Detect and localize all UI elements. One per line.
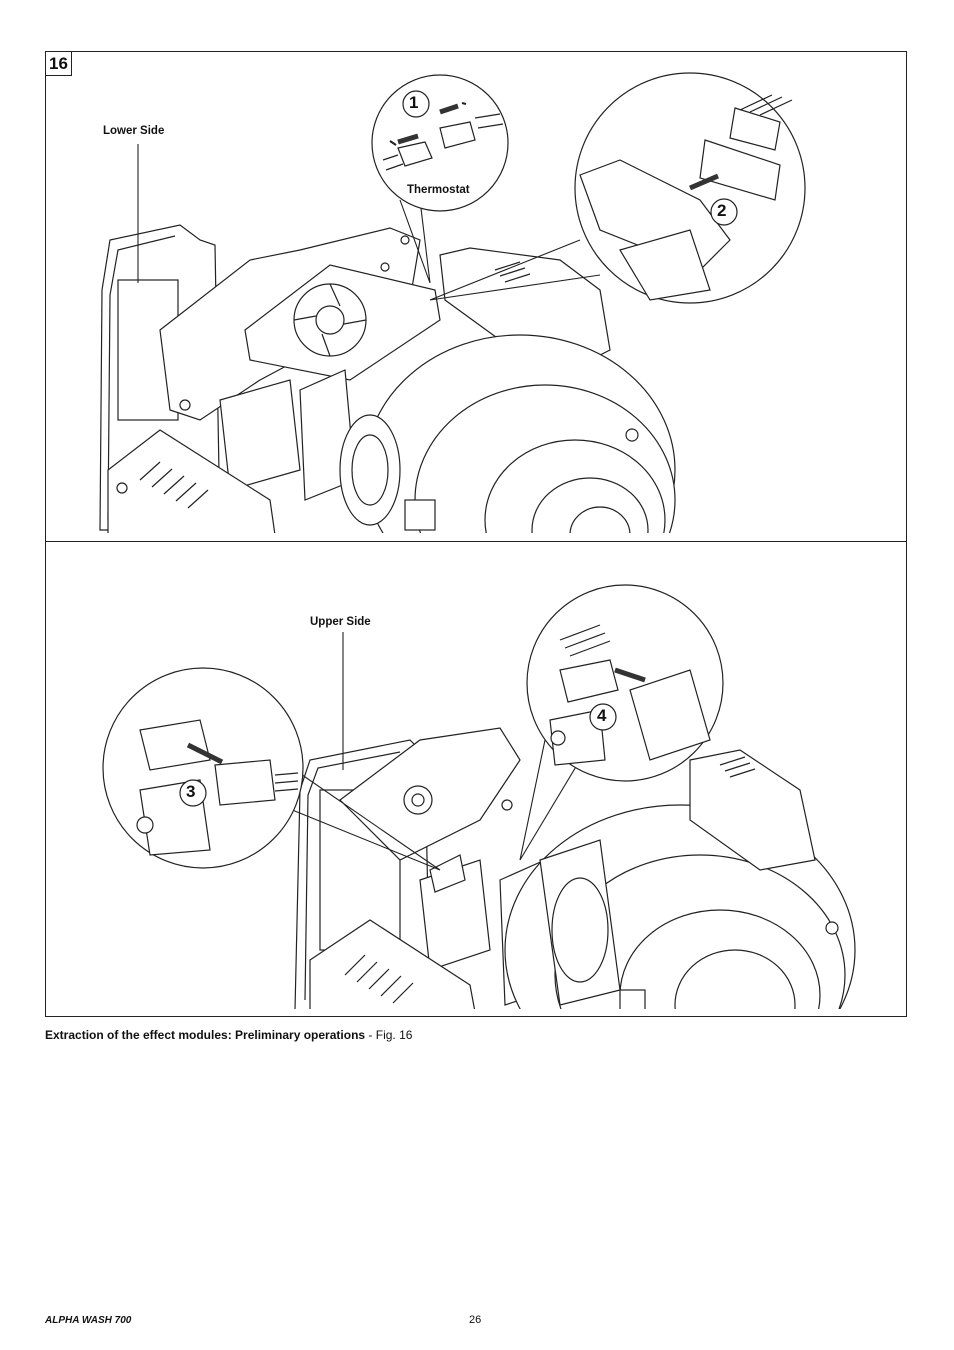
detail-circle-connector-2	[574, 72, 806, 304]
thermostat-label: Thermostat	[407, 184, 470, 196]
figure-frame	[45, 51, 907, 1017]
caption-figure-ref: - Fig. 16	[365, 1028, 413, 1042]
callout-leaders-bottom	[279, 632, 581, 871]
lower-side-fixture-drawing	[99, 224, 676, 533]
step-1-number: 1	[409, 93, 419, 112]
panel-divider	[45, 541, 907, 542]
footer-model-name: ALPHA WASH 700	[45, 1315, 132, 1326]
detail-circle-connector-4	[526, 584, 724, 782]
callout-leaders-top	[137, 144, 601, 301]
upper-side-label: Upper Side	[310, 616, 371, 628]
step-3-number: 3	[186, 782, 196, 801]
figure-number-box: 16	[45, 51, 72, 76]
upper-side-fixture-drawing	[294, 727, 856, 1009]
caption-title: Extraction of the effect modules: Prelim…	[45, 1028, 366, 1042]
detail-circle-thermostat	[371, 74, 509, 212]
figure-caption: Extraction of the effect modules: Prelim…	[45, 1028, 412, 1042]
step-2-number: 2	[717, 201, 727, 220]
step-4-number: 4	[597, 706, 607, 725]
detail-circle-connector-3	[102, 667, 304, 869]
page-number: 26	[469, 1314, 482, 1326]
lower-side-label: Lower Side	[103, 125, 165, 137]
